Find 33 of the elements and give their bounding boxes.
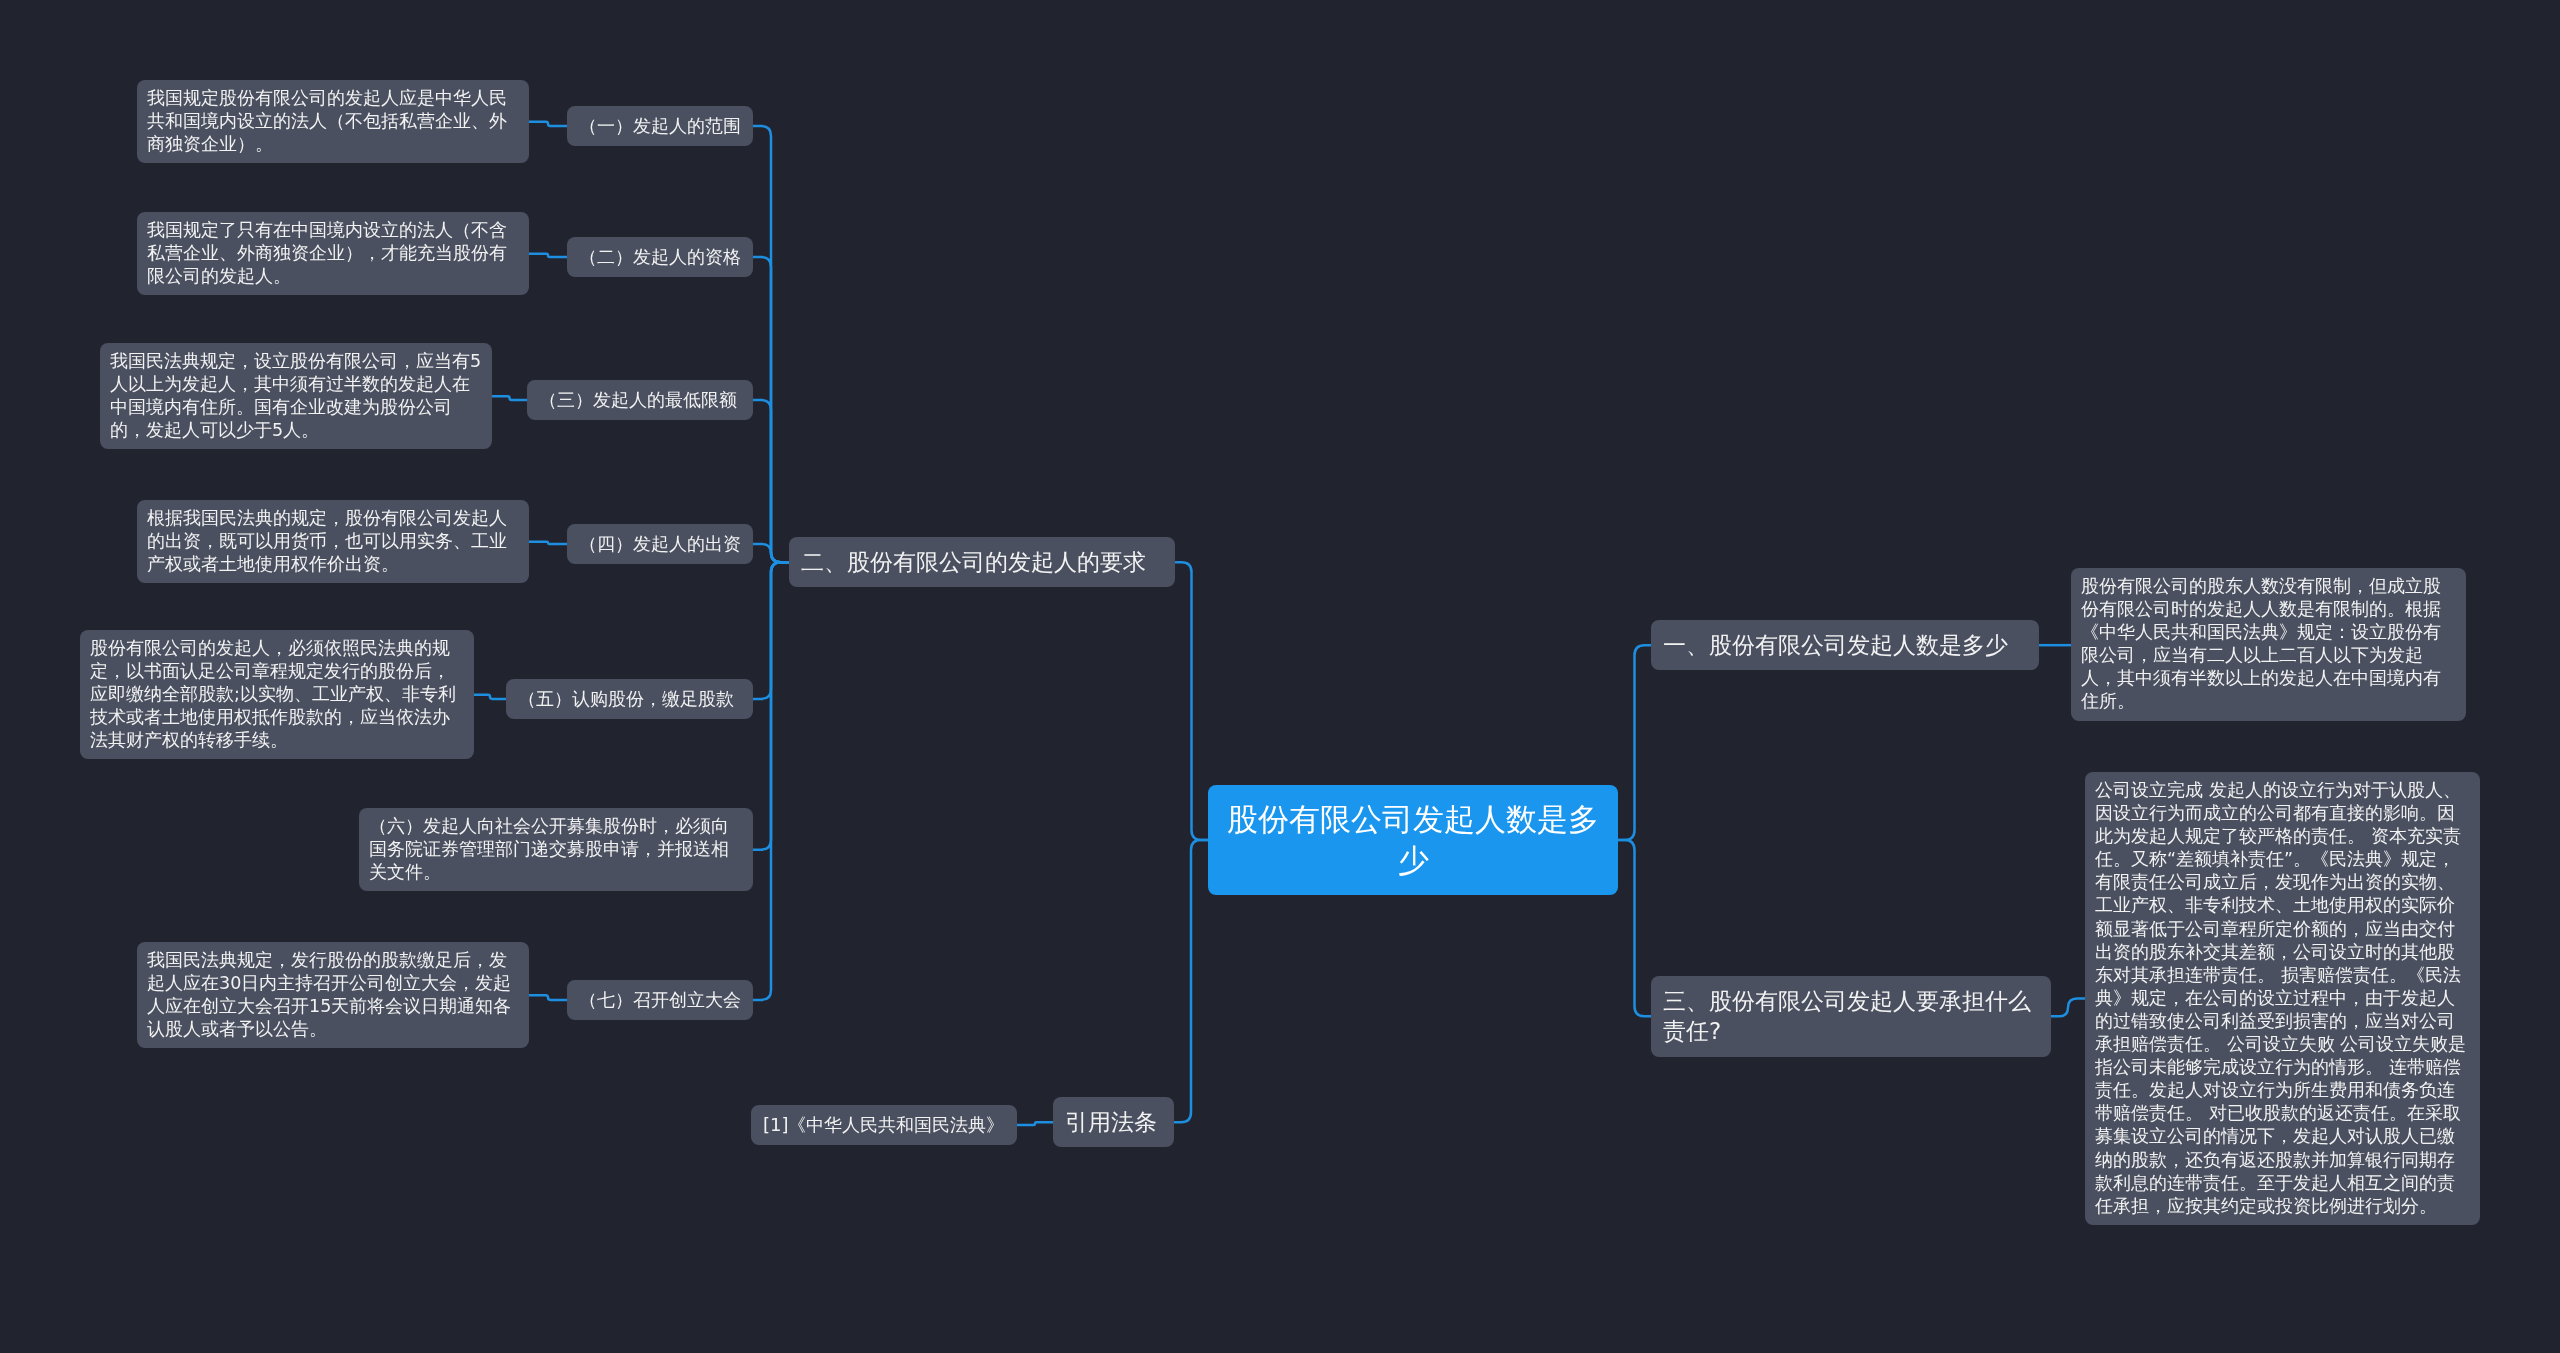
connector-line <box>1017 1120 1053 1127</box>
note-box: 股份有限公司的发起人，必须依照民法典的规定，以书面认足公司章程规定发行的股份后，应即缴纳全部股款;以实物、工业产权、非专利技术或者土地使用权抵作股款的，应当依法办法其财产权的转移手续。 <box>80 630 474 760</box>
connector-line <box>2051 997 2085 1018</box>
connector-line <box>2039 643 2071 647</box>
connector-line <box>492 394 527 402</box>
note-box: 我国规定股份有限公司的发起人应是中华人民共和国境内设立的法人（不包括私营企业、外商独资企业）。 <box>137 80 529 164</box>
subtopic-box: （五）认购股份，缴足股款 <box>506 679 753 719</box>
branch-topic-box: 引用法条 <box>1053 1097 1174 1148</box>
subtopic-box: （二）发起人的资格 <box>567 237 753 277</box>
note-box: 我国民法典规定，发行股份的股款缴足后，发起人应在30日内主持召开公司创立大会，发起人应在创立大会召开15天前将会议日期通知各认股人或者予以公告。 <box>137 942 529 1049</box>
subtopic-box: [1]《中华人民共和国民法典》 <box>751 1105 1017 1145</box>
branch-topic-box: 三、股份有限公司发起人要承担什么责任? <box>1651 976 2051 1057</box>
note-box: 股份有限公司的股东人数没有限制，但成立股份有限公司时的发起人人数是有限制的。根据《中华人民共和国民法典》规定：设立股份有限公司，应当有二人以上二百人以下为发起人，其中须有半数以上的发起人在中国境内有住所。 <box>2071 568 2466 721</box>
connector-line <box>753 560 789 1002</box>
subtopic-box: （四）发起人的出资 <box>567 524 753 564</box>
connector-line <box>529 540 567 546</box>
connector-line <box>529 252 567 259</box>
note-box: 我国规定了只有在中国境内设立的法人（不含私营企业、外商独资企业），才能充当股份有限公司的发起人。 <box>137 212 529 296</box>
connector-line <box>474 693 506 701</box>
connector-line <box>1174 838 1208 1124</box>
note-box: 我国民法典规定，设立股份有限公司，应当有5人以上为发起人，其中须有过半数的发起人在中国境内有住所。国有企业改建为股份公司的，发起人可以少于5人。 <box>100 343 492 450</box>
connector-line <box>529 120 567 128</box>
connector-line <box>529 993 567 1002</box>
branch-topic-box: 二、股份有限公司的发起人的要求 <box>789 537 1175 588</box>
central-topic-box: 股份有限公司发起人数是多少 <box>1208 785 1618 895</box>
connector-line <box>1618 838 1651 1018</box>
branch-topic-box: 一、股份有限公司发起人数是多少 <box>1651 620 2039 671</box>
note-box: （六）发起人向社会公开募集股份时，必须向国务院证券管理部门递交募股申请，并报送相关文件。 <box>359 808 753 892</box>
note-box: 根据我国民法典的规定，股份有限公司发起人的出资，既可以用货币，也可以用实务、工业产权或者土地使用权作价出资。 <box>137 500 529 584</box>
subtopic-box: （一）发起人的范围 <box>567 106 753 146</box>
note-box: 公司设立完成 发起人的设立行为对于认股人、因设立行为而成立的公司都有直接的影响。因此为发起人规定了较严格的责任。 资本充实责任。又称“差额填补责任”。《民法典》规定，有限责任公司成立后，发现作为出资的实物、工业产权、非专利技术、土地使用权的实际价额显著低于公司章程所定价额的，应当由交付出资的股东补交其差额，公司设立时的其他股东对其承担连带责任。 损害赔偿责任。《民法典》规定，在公司的设立过程中，由于发起人的过错致使公司利益受到损害的，应当对公司承担赔偿责任。 公司设立失败 公司设立失败是指公司未能够完成设立行为的情形。 连带赔偿责任。发起人对设立行为所生费用和债务负连带赔偿责任。 对已收股款的返还责任。在采取募集设立公司的情况下，发起人对认股人已缴纳的股款，还负有返还股款并加算银行同期存款利息的连带责任。至于发起人相互之间的责任承担，应按其约定或投资比例进行划分。 <box>2085 772 2480 1225</box>
subtopic-box: （三）发起人的最低限额 <box>527 380 753 420</box>
subtopic-box: （七）召开创立大会 <box>567 980 753 1020</box>
